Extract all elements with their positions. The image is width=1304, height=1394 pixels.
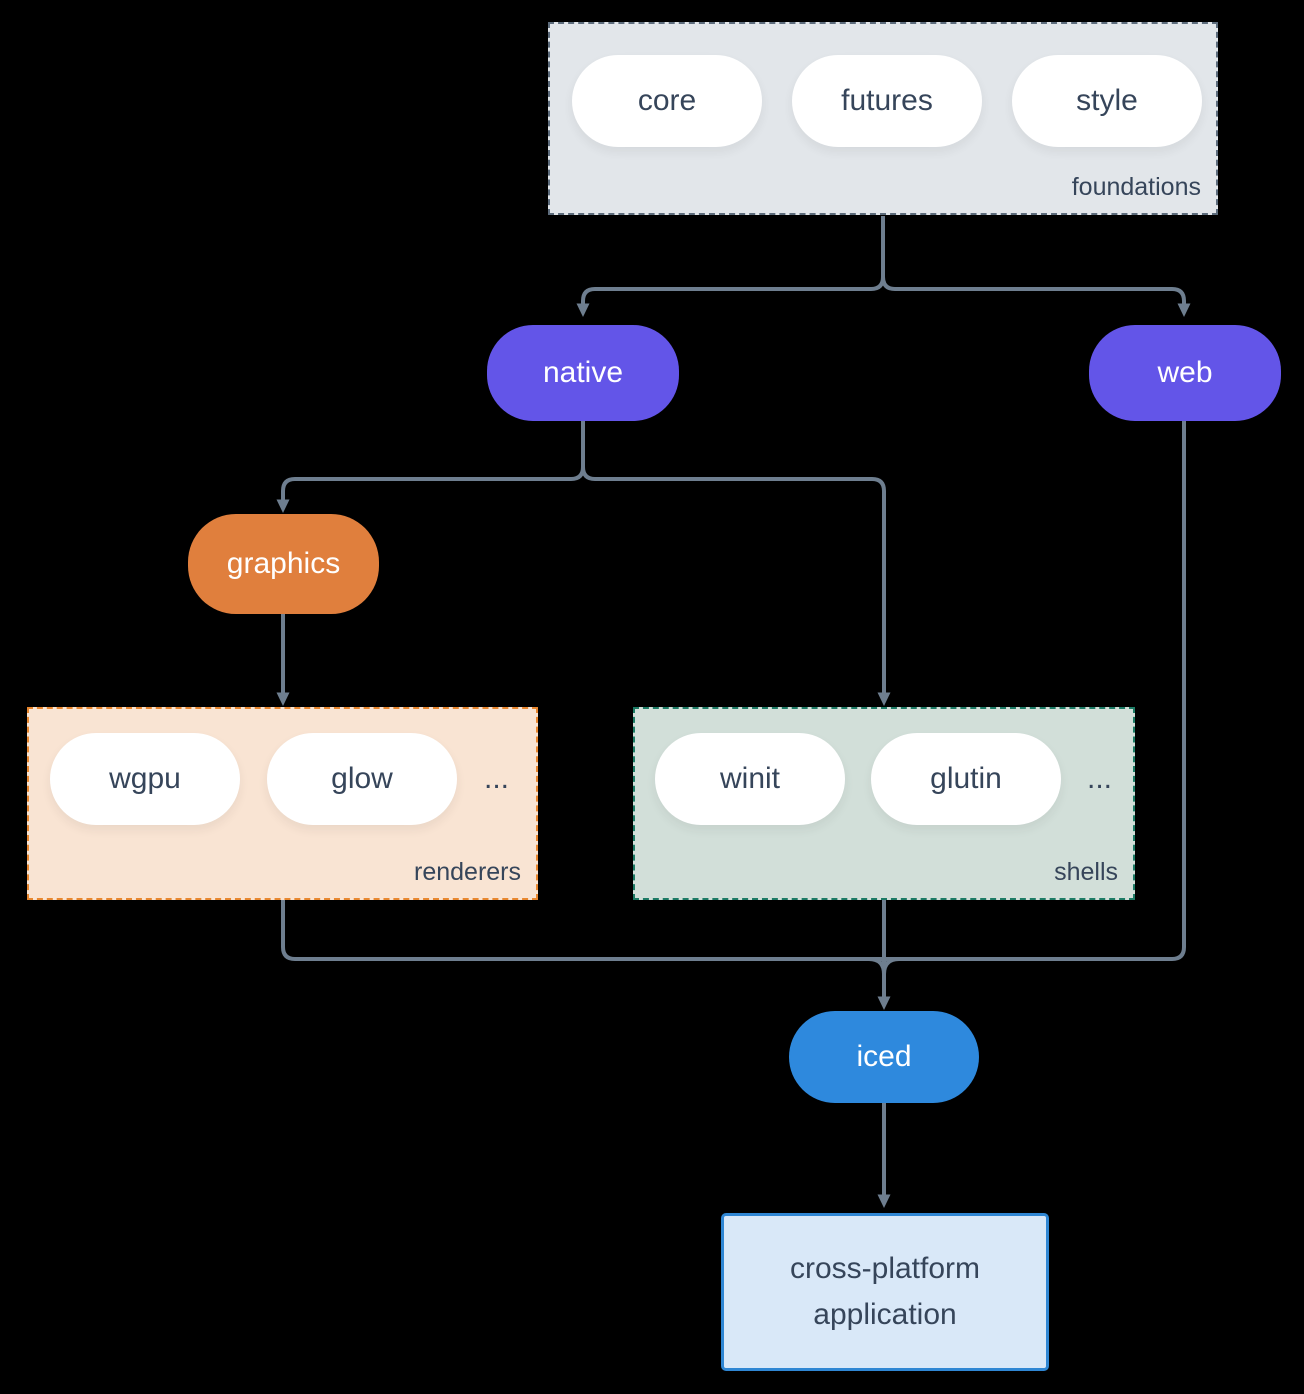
node-native: native: [487, 325, 679, 421]
group-renderers-label: renderers: [414, 858, 521, 886]
node-futures: futures: [792, 55, 982, 147]
edge-native-shells: [581, 421, 891, 706]
group-shells: winit glutin ... shells: [633, 707, 1135, 900]
node-graphics: graphics: [188, 514, 379, 614]
group-foundations-label: foundations: [1071, 173, 1201, 201]
node-glutin: glutin: [871, 733, 1061, 825]
group-renderers: wgpu glow ... renderers: [27, 707, 538, 900]
node-style: style: [1012, 55, 1202, 147]
node-core: core: [572, 55, 762, 147]
node-web: web: [1089, 325, 1281, 421]
node-glow: glow: [267, 733, 457, 825]
node-wgpu: wgpu: [50, 733, 240, 825]
node-iced: iced: [789, 1011, 979, 1103]
edge-foundations-web: [881, 216, 1191, 317]
edge-foundations-native: [576, 216, 885, 317]
edge-merge-fillet-right: [882, 957, 900, 975]
node-application-label: cross-platform application: [789, 1251, 981, 1332]
edge-merge-fillet-left: [868, 957, 886, 975]
node-winit: winit: [655, 733, 845, 825]
edge-native-graphics: [276, 421, 585, 513]
shells-ellipsis: ...: [1087, 762, 1113, 795]
group-foundations: core futures style foundations: [548, 22, 1218, 215]
renderers-ellipsis: ...: [484, 762, 510, 795]
node-application: cross-platform application: [721, 1213, 1049, 1371]
group-shells-label: shells: [1054, 858, 1118, 886]
